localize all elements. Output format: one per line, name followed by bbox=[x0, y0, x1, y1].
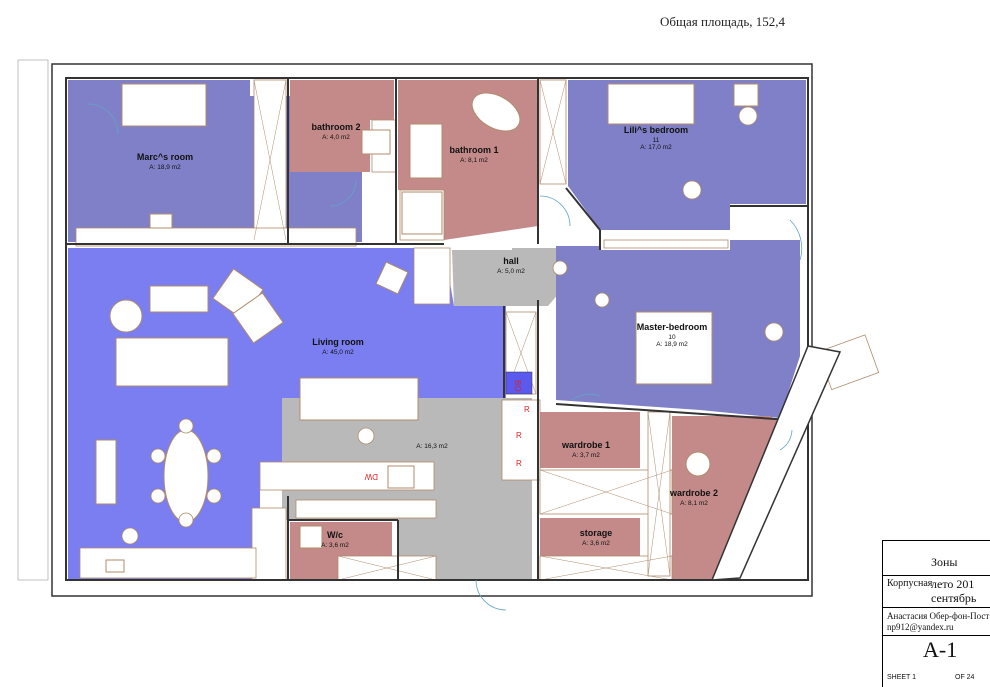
r-mark-2: R bbox=[516, 459, 522, 468]
room-fill-wardrobe1 bbox=[540, 412, 640, 468]
room-area-bath2: A: 4,0 m2 bbox=[322, 134, 350, 141]
room-area-marc: A: 18,9 m2 bbox=[149, 164, 181, 171]
room-number-lili: 11 bbox=[653, 137, 660, 144]
walls bbox=[65, 77, 809, 581]
room-area-living: A: 45,0 m2 bbox=[322, 349, 354, 356]
dw-mark: DW bbox=[364, 472, 378, 481]
title-block-season: лето 201 bbox=[931, 577, 975, 591]
title-block-street: Корпусная bbox=[887, 578, 933, 589]
title-block-month: сентябрь bbox=[931, 591, 977, 605]
room-area-bath1: A: 8,1 m2 bbox=[460, 157, 488, 164]
room-area-hall: A: 5,0 m2 bbox=[497, 268, 525, 275]
angled-wall bbox=[710, 345, 842, 581]
title-block-author: Анастасия Обер-фон-Пост bbox=[887, 611, 990, 621]
bo-mark: BO bbox=[513, 380, 522, 392]
room-name-lili: Lili^s bedroom bbox=[624, 125, 688, 135]
room-labels: Marc^s room A: 18,9 m2 bathroom 2 A: 4,0 m2… bbox=[137, 122, 718, 549]
room-name-wc: W/c bbox=[327, 530, 343, 540]
room-name-storage: storage bbox=[580, 528, 613, 538]
bo-mark-box bbox=[505, 371, 533, 395]
room-name-hall: hall bbox=[503, 256, 519, 266]
title-block-info-row: Корпусная лето 201 сентябрь bbox=[883, 575, 990, 608]
room-name-wardrobe2: wardrobe 2 bbox=[669, 488, 718, 498]
room-area-lili: A: 17,0 m2 bbox=[640, 144, 672, 151]
room-area-master: A: 18,9 m2 bbox=[656, 341, 688, 348]
furniture bbox=[95, 83, 759, 573]
title-block: Зоны Корпусная лето 201 сентябрь Анастас… bbox=[882, 540, 990, 687]
r-mark-3: R bbox=[524, 405, 530, 414]
title-block-zone-row: Зоны bbox=[883, 541, 990, 576]
room-number-master: 10 bbox=[668, 334, 676, 341]
room-name-living: Living room bbox=[312, 337, 364, 347]
room-fill-bath2b bbox=[290, 80, 370, 172]
room-area-storage: A: 3,6 m2 bbox=[582, 540, 610, 547]
title-block-email: np912@yandex.ru bbox=[887, 622, 954, 632]
room-name-master: Master-bedroom bbox=[637, 322, 708, 332]
room-area-kitchen: A: 16,3 m2 bbox=[416, 443, 448, 450]
title-block-sheet-label: SHEET 1 bbox=[887, 674, 917, 681]
room-name-bath1: bathroom 1 bbox=[449, 145, 498, 155]
room-name-wardrobe1: wardrobe 1 bbox=[561, 440, 610, 450]
room-area-wardrobe2: A: 8,1 m2 bbox=[680, 500, 708, 507]
closet-hatch bbox=[253, 79, 673, 581]
room-fill-storage bbox=[540, 518, 640, 556]
title-block-sheet-total: OF 24 bbox=[955, 674, 975, 681]
title-block-sheet-code: A-1 bbox=[923, 637, 958, 662]
r-mark-1: R bbox=[516, 431, 522, 440]
total-area: Общая площадь, 152,4 bbox=[660, 14, 786, 29]
room-fill-hall bbox=[452, 248, 560, 306]
title-block-author-row: Анастасия Обер-фон-Пост np912@yandex.ru bbox=[883, 607, 990, 636]
dining-chairs bbox=[121, 106, 784, 545]
room-name-marc: Marc^s room bbox=[137, 152, 193, 162]
door-swings bbox=[87, 103, 803, 611]
room-area-wc: A: 3,6 m2 bbox=[321, 542, 349, 549]
title-block-zone: Зоны bbox=[931, 555, 958, 569]
room-name-bath2: bathroom 2 bbox=[311, 122, 360, 132]
left-window-strip bbox=[17, 59, 49, 581]
room-area-wardrobe1: A: 3,7 m2 bbox=[572, 452, 600, 459]
